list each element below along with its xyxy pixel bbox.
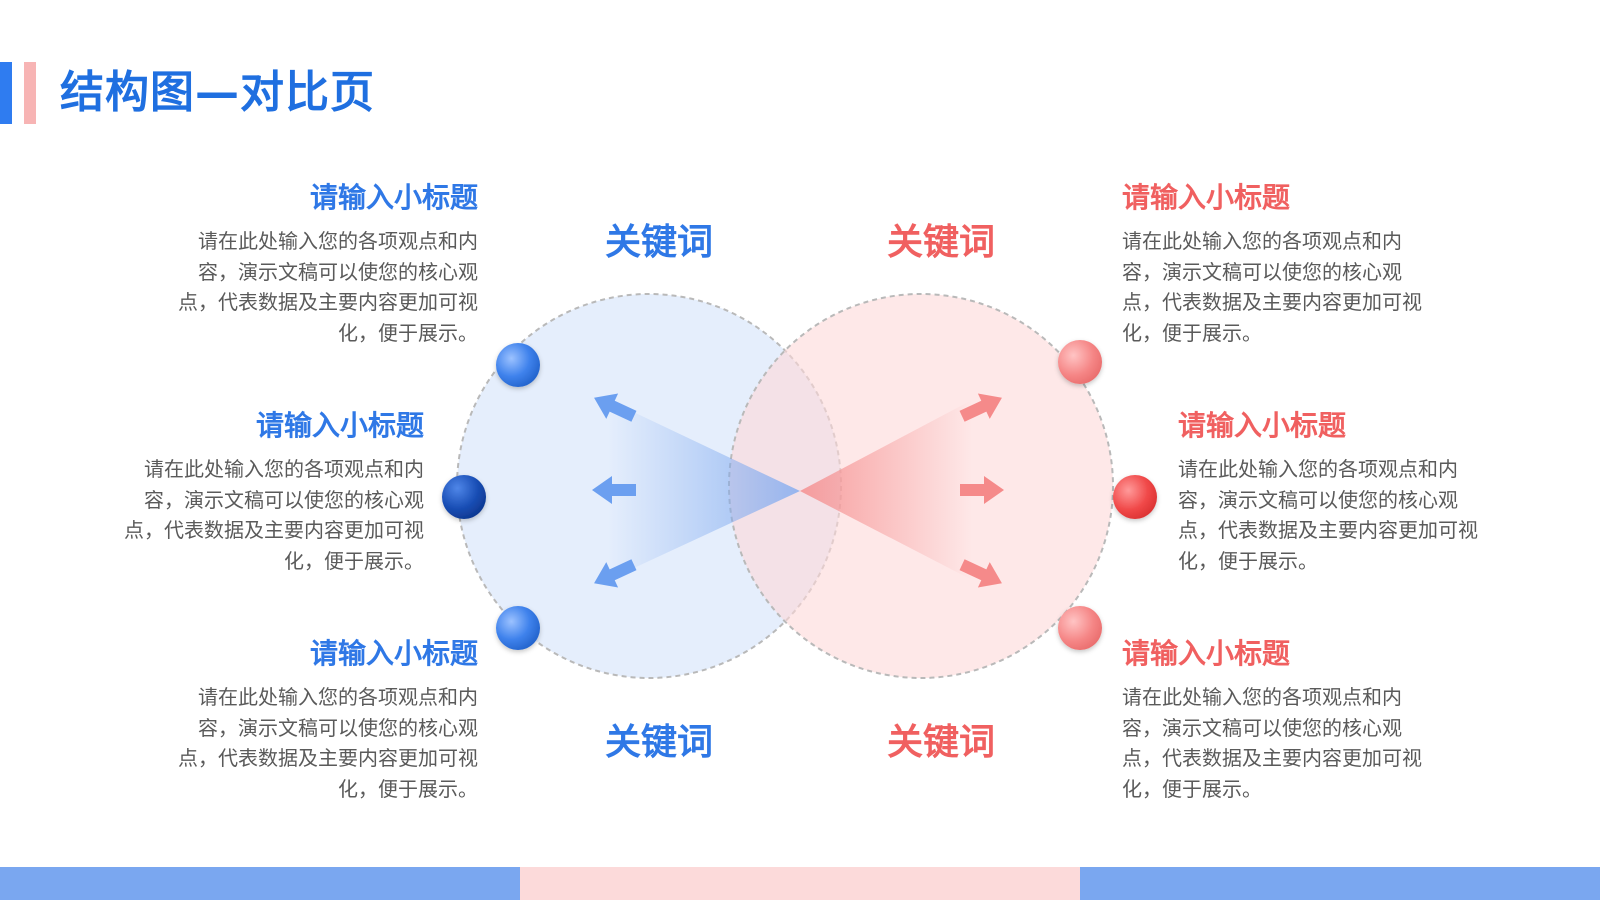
left-item-top: 请输入小标题 请在此处输入您的各项观点和内容，演示文稿可以使您的核心观点，代表数… xyxy=(98,178,478,348)
red-node-middle xyxy=(1113,475,1157,519)
accent-bar-blue xyxy=(0,62,12,124)
right-item-heading: 请输入小标题 xyxy=(1122,181,1291,214)
right-item-body: 请在此处输入您的各项观点和内容，演示文稿可以使您的核心观点，代表数据及主要内容更… xyxy=(1178,457,1478,573)
right-item-body: 请在此处输入您的各项观点和内容，演示文稿可以使您的核心观点，代表数据及主要内容更… xyxy=(1122,685,1422,801)
keyword-bottom-right: 关键词 xyxy=(886,722,995,763)
left-item-middle: 请输入小标题 请在此处输入您的各项观点和内容，演示文稿可以使您的核心观点，代表数… xyxy=(44,406,424,576)
keyword-top-right: 关键词 xyxy=(886,222,995,263)
right-item-middle: 请输入小标题 请在此处输入您的各项观点和内容，演示文稿可以使您的核心观点，代表数… xyxy=(1178,406,1558,576)
page-title: 结构图—对比页 xyxy=(60,67,375,118)
blue-node-top xyxy=(496,343,540,387)
left-item-bottom: 请输入小标题 请在此处输入您的各项观点和内容，演示文稿可以使您的核心观点，代表数… xyxy=(98,634,478,804)
left-item-heading: 请输入小标题 xyxy=(309,181,478,214)
arrow-up-left-icon xyxy=(594,393,637,422)
right-item-top: 请输入小标题 请在此处输入您的各项观点和内容，演示文稿可以使您的核心观点，代表数… xyxy=(1122,178,1502,348)
blue-node-bottom xyxy=(496,606,540,650)
blue-node-middle xyxy=(442,475,486,519)
accent-bar-pink xyxy=(24,62,36,124)
footer-band-left xyxy=(0,867,520,900)
arrow-left-icon xyxy=(592,476,636,504)
left-item-heading: 请输入小标题 xyxy=(255,409,424,442)
left-item-body: 请在此处输入您的各项观点和内容，演示文稿可以使您的核心观点，代表数据及主要内容更… xyxy=(178,229,478,345)
keyword-bottom-left: 关键词 xyxy=(604,722,713,763)
footer-band-center xyxy=(520,867,1080,900)
right-item-bottom: 请输入小标题 请在此处输入您的各项观点和内容，演示文稿可以使您的核心观点，代表数… xyxy=(1122,634,1502,804)
red-node-bottom xyxy=(1058,606,1102,650)
blue-spread-cone xyxy=(608,400,800,580)
arrow-down-left-icon xyxy=(594,559,637,588)
left-item-heading: 请输入小标题 xyxy=(309,637,478,670)
arrow-up-right-icon xyxy=(959,393,1002,422)
red-node-top xyxy=(1058,340,1102,384)
red-spread-cone xyxy=(800,400,972,580)
left-item-body: 请在此处输入您的各项观点和内容，演示文稿可以使您的核心观点，代表数据及主要内容更… xyxy=(178,685,478,801)
left-item-body: 请在此处输入您的各项观点和内容，演示文稿可以使您的核心观点，代表数据及主要内容更… xyxy=(124,457,424,573)
arrow-right-icon xyxy=(960,476,1004,504)
right-item-heading: 请输入小标题 xyxy=(1178,409,1347,442)
keyword-top-left: 关键词 xyxy=(604,222,713,263)
right-item-heading: 请输入小标题 xyxy=(1122,637,1291,670)
footer-band-right xyxy=(1080,867,1600,900)
arrow-down-right-icon xyxy=(959,559,1002,588)
right-item-body: 请在此处输入您的各项观点和内容，演示文稿可以使您的核心观点，代表数据及主要内容更… xyxy=(1122,229,1422,345)
